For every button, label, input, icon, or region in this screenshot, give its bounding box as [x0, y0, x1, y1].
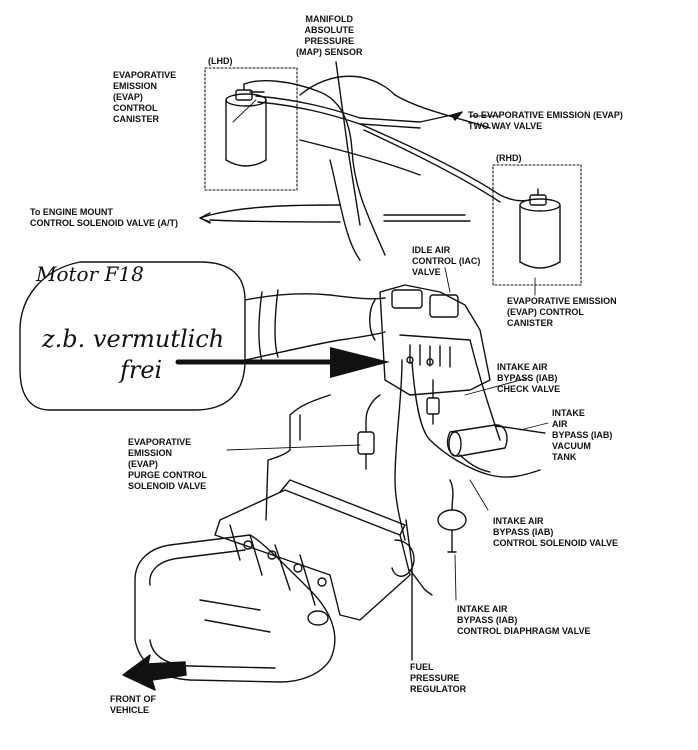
direction-arrows — [199, 111, 463, 224]
lhd-label: (LHD) — [208, 56, 233, 66]
lhd-canister-group — [204, 67, 298, 191]
handwritten-arrow — [175, 347, 390, 378]
iab-check-valve — [426, 379, 440, 425]
to-two-way-valve-label: To EVAPORATIVE EMISSION (EVAP) TWO WAY V… — [468, 110, 623, 131]
rhd-dashed-box — [492, 164, 582, 286]
iab-diaphragm-valve-label: INTAKE AIR BYPASS (IAB) CONTROL DIAPHRAG… — [457, 604, 591, 636]
evap-purge-solenoid — [357, 394, 381, 470]
iab-vacuum-tank-label: INTAKE AIR BYPASS (IAB) VACUUM TANK — [552, 408, 613, 462]
evap-purge-solenoid-label: EVAPORATIVE EMISSION (EVAP) PURGE CONTRO… — [128, 437, 208, 491]
vacuum-hoses — [265, 339, 541, 541]
throttle-body — [369, 284, 491, 396]
handwritten-note-line1: z.b. vermutlich — [42, 325, 225, 353]
rhd-label: (RHD) — [496, 153, 522, 163]
evap-canister-lhd-label: EVAPORATIVE EMISSION (EVAP) CONTROL CANI… — [113, 70, 177, 124]
front-of-vehicle-label: FRONT OF VEHICLE — [110, 694, 156, 715]
iab-control-solenoid-label: INTAKE AIR BYPASS (IAB) CONTROL SOLENOID… — [493, 516, 619, 548]
fuel-pressure-regulator-label: FUEL PRESSURE REGULATOR — [410, 662, 467, 694]
evap-canister-rhd-label: EVAPORATIVE EMISSION (EVAP) CONTROL CANI… — [507, 296, 617, 328]
valve-cover — [134, 534, 336, 683]
front-of-vehicle-arrow — [122, 654, 187, 691]
lhd-dashed-box — [204, 67, 298, 191]
iab-diaphragm-valve — [437, 479, 467, 553]
evap-hoses — [243, 80, 531, 256]
iab-check-valve-label: INTAKE AIR BYPASS (IAB) CHECK VALVE — [497, 362, 561, 394]
handwritten-note-line2: frei — [120, 356, 163, 384]
leader-lines — [226, 99, 549, 601]
rhd-canister-group — [492, 164, 582, 286]
upper-intake-duct — [199, 75, 491, 261]
to-engine-mount-label: To ENGINE MOUNT CONTROL SOLENOID VALVE (… — [30, 207, 178, 228]
handwritten-motor-note: Motor F18 — [36, 262, 144, 286]
iac-valve-label: IDLE AIR CONTROL (IAC) VALVE — [412, 245, 481, 277]
iab-vacuum-tank — [446, 424, 546, 473]
map-sensor-label: MANIFOLD ABSOLUTE PRESSURE (MAP) SENSOR — [296, 14, 363, 57]
intake-manifold — [214, 479, 433, 621]
fpr-leader — [405, 519, 413, 661]
map-sensor-leader — [335, 61, 361, 226]
air-cleaner — [19, 261, 386, 411]
